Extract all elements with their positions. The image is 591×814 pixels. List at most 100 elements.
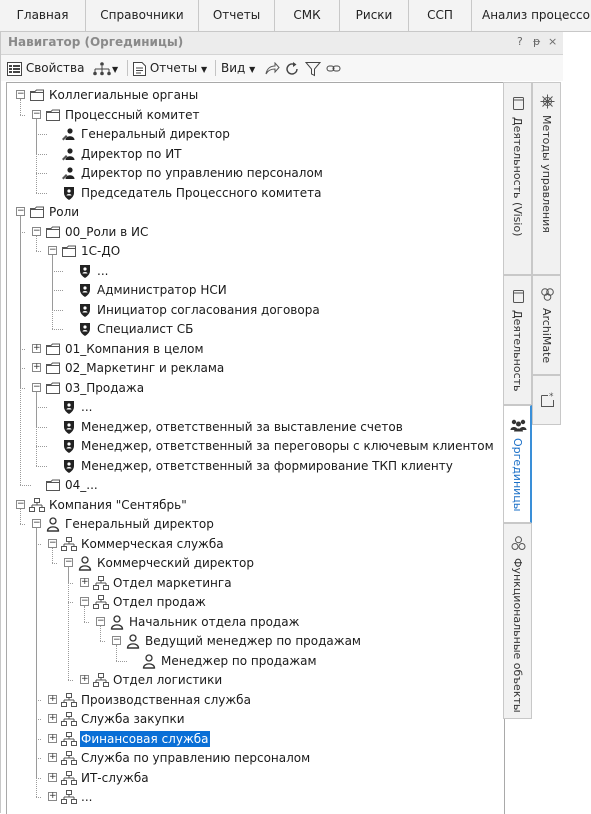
toolbar-separator [127, 60, 128, 76]
tree-node-role-key-client-manager[interactable]: Менеджер, ответственный за переговоры с … [7, 436, 497, 456]
menu-tab-bsc[interactable]: ССП [409, 0, 472, 31]
collapse-icon[interactable]: − [32, 225, 41, 236]
menu-tab-process-analysis[interactable]: Анализ процессов [482, 8, 591, 22]
role-shield-icon [61, 438, 77, 454]
menu-tab-directories[interactable]: Справочники [86, 0, 199, 31]
reports-dropdown[interactable]: Отчеты ▼ [133, 59, 207, 77]
tree-node-role-contract-initiator[interactable]: Инициатор согласования договора [7, 300, 497, 320]
tree-node-member-hr-director[interactable]: Директор по управлению персоналом [7, 163, 497, 183]
collapse-icon[interactable]: − [16, 206, 25, 216]
expand-icon[interactable]: + [48, 732, 57, 743]
expand-icon[interactable]: + [32, 342, 41, 353]
folder-icon [45, 360, 61, 376]
menu-tab-qms[interactable]: СМК [275, 0, 340, 31]
tree-node-role-proposal-manager[interactable]: Менеджер, ответственный за формирование … [7, 456, 497, 476]
tree-node-unit-procurement-service[interactable]: +Служба закупки [7, 709, 497, 729]
side-tab-label: Деятельность (Visio) [511, 117, 524, 237]
collapse-icon[interactable]: − [48, 537, 57, 548]
expand-icon[interactable]: + [48, 693, 57, 704]
folder-icon [29, 87, 45, 103]
tree-node-group-marketing[interactable]: +02_Маркетинг и реклама [7, 358, 497, 378]
tree-node-unit-commercial-service[interactable]: −Коммерческая служба [7, 534, 497, 554]
tree-node-group-sales[interactable]: −03_Продажа [7, 378, 497, 398]
tree-node-member-general-director[interactable]: Генеральный директор [7, 124, 497, 144]
tree-node-role-ellipsis[interactable]: ... [7, 397, 497, 417]
tree-node-group-04[interactable]: 04_... [7, 475, 497, 495]
tree-connector [52, 563, 57, 564]
collapse-icon[interactable]: − [32, 108, 41, 119]
tree-node-label: Администратор НСИ [97, 283, 227, 297]
side-tab-functional-objects[interactable]: Функциональные объекты [503, 523, 532, 719]
tree-node-label: Директор по ИТ [81, 146, 182, 161]
tree-node-unit-hr-service[interactable]: +Служба по управлению персоналом [7, 748, 497, 768]
tree-node-role-invoicing-manager[interactable]: Менеджер, ответственный за выставление с… [7, 417, 497, 437]
tree-node-group-roles-in-is[interactable]: −00_Роли в ИС [7, 222, 497, 242]
tree-node-unit-marketing-department[interactable]: +Отдел маркетинга [7, 573, 497, 593]
tree-node-group-process-committee[interactable]: −Процессный комитет [7, 105, 497, 125]
tree-node-label: Коммерческий директор [97, 556, 254, 570]
pin-button[interactable]: ᵽ [533, 35, 541, 48]
tree-node-group-company-overall[interactable]: +01_Компания в целом [7, 339, 497, 359]
tree-node-role-committee-chairman[interactable]: Председатель Процессного комитета [7, 183, 497, 203]
tree-node-unit-it-service[interactable]: +ИТ-служба [7, 768, 497, 788]
tree-node-role-security-specialist[interactable]: Специалист СБ [7, 319, 497, 339]
tree-node-unit-logistics-department[interactable]: +Отдел логистики [7, 670, 497, 690]
tree-connector [36, 235, 37, 251]
expand-icon[interactable]: + [48, 752, 57, 762]
tree-node-role-ellipsis[interactable]: ... [7, 261, 497, 281]
side-tab-activity[interactable]: Деятельность [503, 275, 532, 405]
expand-icon[interactable]: + [80, 576, 89, 587]
properties-button[interactable]: Свойства [7, 59, 84, 77]
menu-tab-home[interactable]: Главная [0, 0, 86, 31]
tree-node-position-general-director[interactable]: −Генеральный директор [7, 514, 497, 534]
collapse-icon[interactable]: − [16, 498, 25, 509]
refresh-button[interactable] [284, 59, 300, 77]
tree-node-unit-finance-service[interactable]: +Финансовая служба [7, 729, 497, 749]
menu-tab-risks[interactable]: Риски [340, 0, 409, 31]
help-button[interactable]: ? [517, 35, 523, 48]
collapse-icon[interactable]: − [16, 89, 25, 99]
tree-connector [36, 465, 47, 467]
tree-node-group-roles[interactable]: −Роли [7, 202, 497, 222]
tree-node-unit-ellipsis[interactable]: +... [7, 787, 497, 807]
collapse-icon[interactable]: − [32, 381, 41, 392]
collapse-icon[interactable]: − [112, 635, 121, 645]
collapse-icon[interactable]: − [96, 615, 105, 626]
collapse-icon[interactable]: − [48, 245, 57, 255]
tree-node-role-nsi-admin[interactable]: Администратор НСИ [7, 280, 497, 300]
side-tab-management-methods[interactable]: Методы управления [532, 82, 561, 275]
collapse-icon[interactable]: − [80, 596, 89, 606]
side-tab-org-units[interactable]: Оргединицы [503, 405, 532, 523]
tree-node-member-it-director[interactable]: Директор по ИТ [7, 144, 497, 164]
collapse-icon[interactable]: − [32, 518, 41, 528]
filter-button[interactable] [304, 59, 322, 77]
expand-icon[interactable]: + [80, 674, 89, 684]
org-structure-icon [61, 731, 77, 747]
tree-node-unit-production-service[interactable]: +Производственная служба [7, 690, 497, 710]
side-tab-new-document[interactable]: * [532, 375, 561, 425]
tree-connector [52, 255, 53, 329]
tree-node-unit-sales-department[interactable]: −Отдел продаж [7, 592, 497, 612]
view-dropdown[interactable]: Вид ▼ [221, 59, 255, 77]
expand-icon[interactable]: + [32, 362, 41, 372]
tree-node-position-lead-sales-manager[interactable]: −Ведущий менеджер по продажам [7, 631, 497, 651]
panel-title: Навигатор (Оргединицы) [8, 35, 184, 49]
follow-link-button[interactable] [264, 59, 280, 77]
collapse-icon[interactable]: − [64, 557, 73, 567]
expand-icon[interactable]: + [48, 791, 57, 801]
tree-node-position-commercial-director[interactable]: − Коммерческий директор [7, 553, 497, 573]
tree-node-group-collegial-bodies[interactable]: −Коллегиальные органы [7, 85, 497, 105]
tree-node-org-company-september[interactable]: −Компания "Сентябрь" [7, 495, 497, 515]
tree-node-position-sales-manager[interactable]: Менеджер по продажам [7, 651, 497, 671]
expand-icon[interactable]: + [48, 713, 57, 723]
close-button[interactable]: × [548, 35, 558, 48]
tree-node-position-sales-head[interactable]: −Начальник отдела продаж [7, 612, 497, 632]
tree-node-group-1c-do[interactable]: −1С-ДО [7, 241, 497, 261]
tree-node-label: Специалист СБ [97, 322, 194, 336]
structure-dropdown[interactable]: ▼ [92, 59, 118, 77]
menu-tab-reports[interactable]: Отчеты [199, 0, 275, 31]
link-button[interactable] [326, 59, 341, 77]
side-tab-activity-visio[interactable]: Деятельность (Visio) [503, 82, 532, 275]
expand-icon[interactable]: + [48, 771, 57, 782]
side-tab-archimate[interactable]: ArchiMate [532, 275, 561, 375]
